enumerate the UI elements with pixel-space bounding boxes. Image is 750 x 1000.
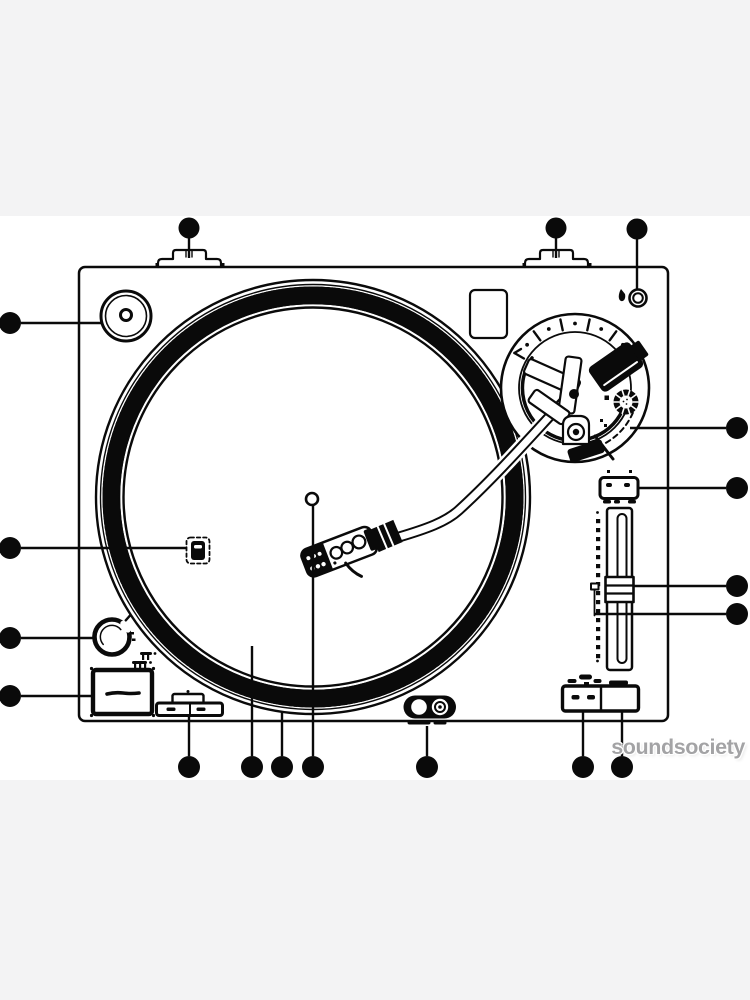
stylus-light — [618, 288, 648, 308]
callout-dot-power-switch — [0, 312, 21, 334]
callout-dot-speed-select-buttons — [178, 756, 200, 778]
cabinet — [77, 265, 670, 723]
anti-skate-dial — [613, 389, 639, 415]
callout-dot-dust-cover-hinge-left — [178, 217, 200, 239]
target-light — [403, 695, 456, 725]
callout-dot-pitch-zero-marker — [726, 603, 748, 625]
stylus-tip — [344, 561, 363, 578]
pitch-slider-knob — [604, 575, 635, 604]
callout-dot-reset-button — [611, 756, 633, 778]
callout-dot-pitch-slider-knob — [726, 575, 748, 597]
pitch-scale-ticks — [596, 511, 601, 663]
watermark: soundsociety — [611, 735, 745, 759]
center-spindle — [304, 491, 320, 507]
headshell-cartridge — [300, 525, 379, 578]
strobe-window — [468, 288, 509, 340]
quartz-reset-buttons — [560, 674, 641, 713]
pitch-slider — [584, 506, 635, 687]
callout-dot-stylus-light-switch — [626, 218, 648, 240]
arm-lift-bracket — [561, 414, 591, 446]
callout-dot-quartz-button — [572, 756, 594, 778]
speed-select-buttons — [155, 690, 224, 717]
callout-dot-tonearm-base — [726, 417, 748, 439]
counterweight — [588, 340, 649, 392]
tonearm-rest-lock — [598, 470, 640, 504]
callout-dot-strobe-dot-rim — [271, 756, 293, 778]
platter-strobe-marker — [185, 536, 211, 565]
callout-dot-brake-adjust-knob — [0, 627, 21, 649]
headshell-collar — [369, 519, 403, 553]
callout-dot-tonearm-rest-lock — [726, 477, 748, 499]
callout-dot-center-spindle — [302, 756, 324, 778]
lamp-icon — [618, 289, 626, 302]
turntable — [77, 248, 670, 725]
tonearm — [300, 312, 651, 578]
pitch-zero-marker — [590, 582, 600, 617]
brake-adjust-knob — [92, 614, 136, 657]
callout-dot-platter-mat — [241, 756, 263, 778]
start-stop-button — [89, 666, 156, 718]
tonearm-pivot — [569, 389, 579, 399]
callout-dot-target-light — [416, 756, 438, 778]
callout-dot-platter-strobe-marker — [0, 537, 21, 559]
callout-dot-dust-cover-hinge-right — [545, 217, 567, 239]
speed-indicator-glyphs — [132, 652, 157, 669]
callout-layer — [0, 217, 748, 778]
callout-dot-start-stop-button — [0, 685, 21, 707]
power-switch-knob — [99, 289, 153, 343]
base-foot — [567, 439, 605, 463]
cue-lever — [593, 434, 615, 461]
